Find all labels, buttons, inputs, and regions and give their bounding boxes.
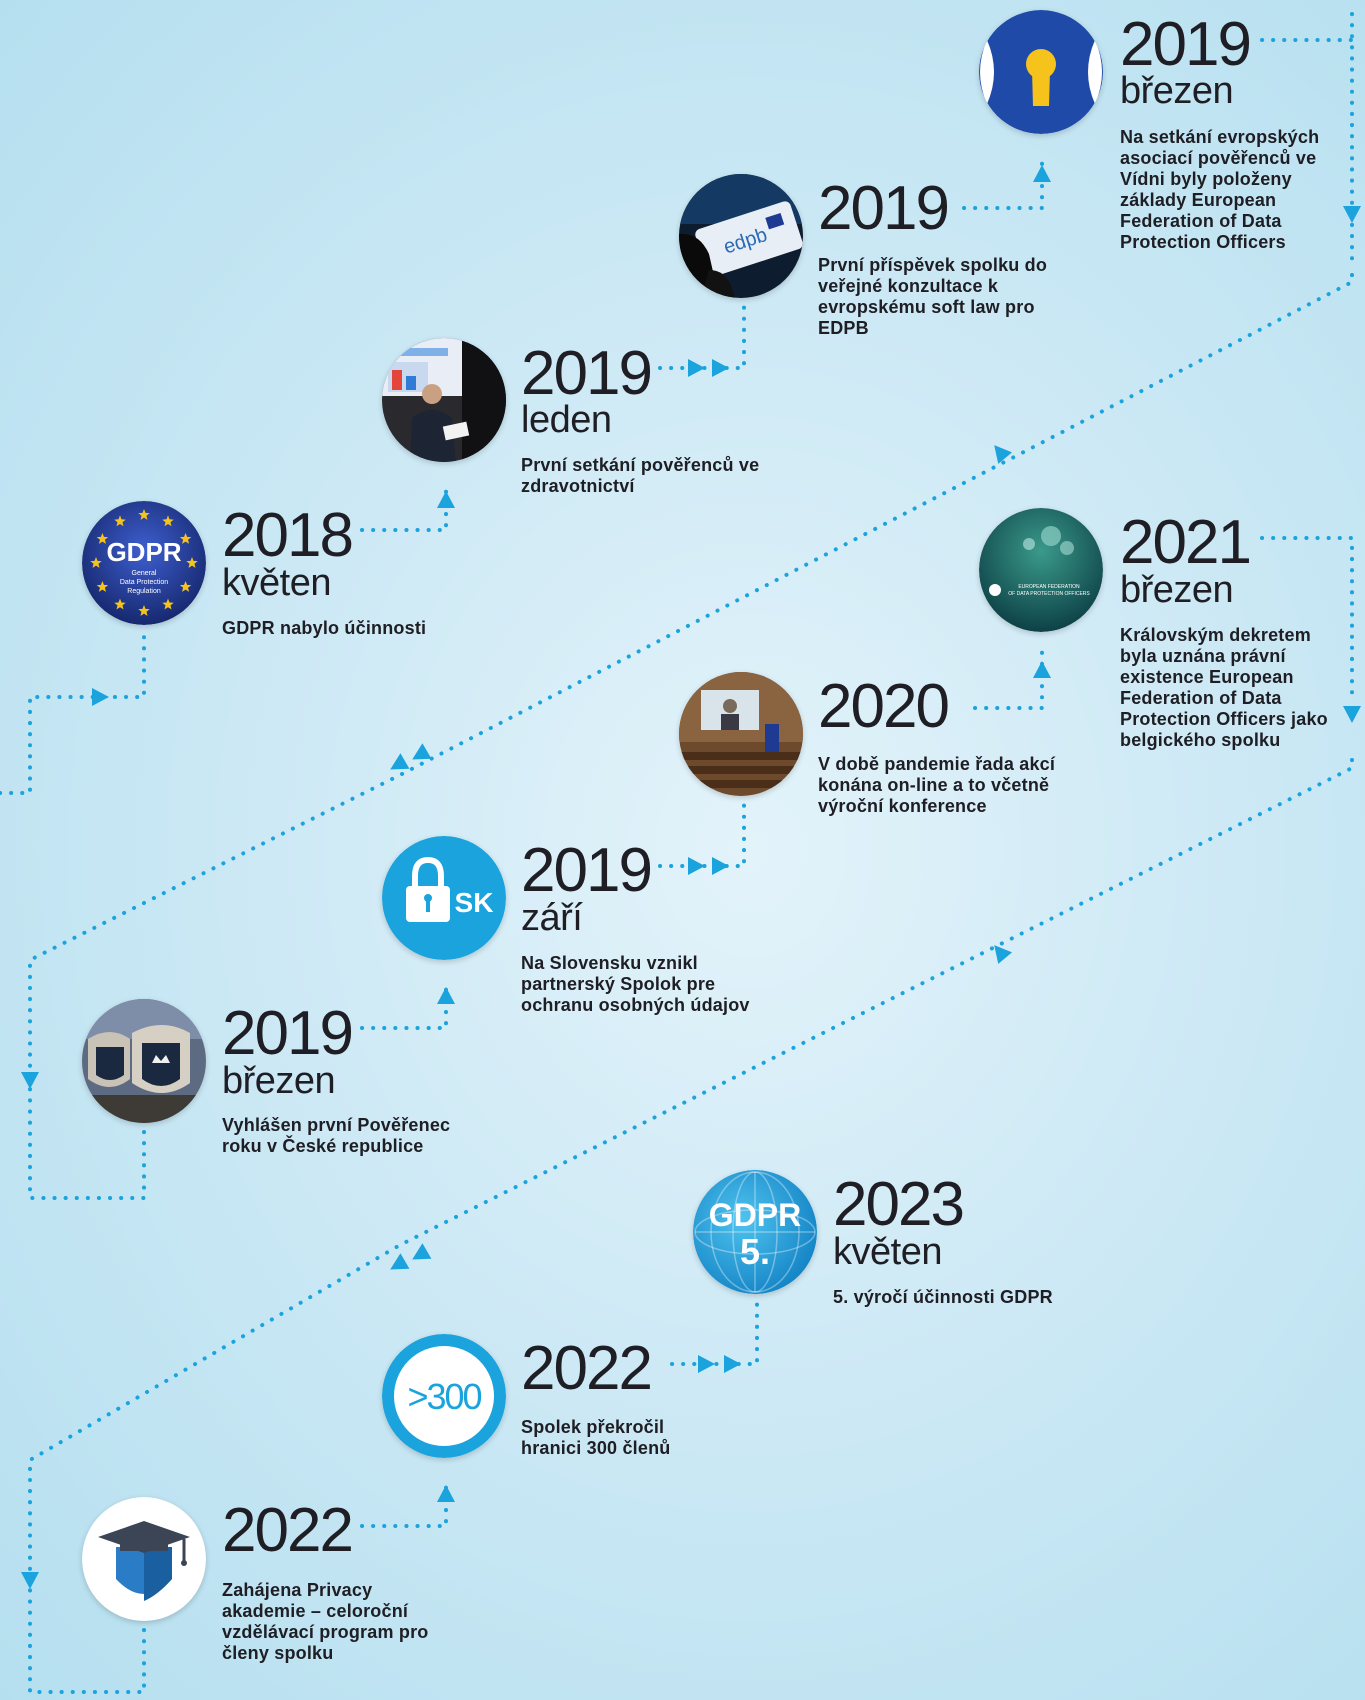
connector-arrow-icon [21, 1072, 39, 1089]
connector-dotted-line [658, 796, 746, 868]
connector-arrow-icon [994, 945, 1013, 964]
connector-dotted-line [658, 298, 746, 370]
connector-arrow-icon [1343, 706, 1361, 723]
connector-dotted-line [962, 158, 1044, 210]
event-month: září [521, 897, 583, 939]
event-description: Zahájena Privacy akademie – celoroční vz… [222, 1580, 429, 1663]
gdpr-eu-stars-icon: GDPR General Data Protection Regulation [82, 501, 206, 625]
connector-arrow-icon [994, 445, 1013, 464]
connector-arrow-icon [698, 1355, 715, 1373]
members-300-icon: >300 [382, 1334, 506, 1458]
connector-arrow-icon [412, 1243, 432, 1260]
gdpr-anniversary-globe-icon: GDPR 5. [693, 1170, 817, 1294]
svg-text:GDPR: GDPR [709, 1197, 801, 1233]
connector-arrow-icon [1033, 165, 1051, 182]
event-month: březen [222, 1060, 336, 1102]
event-month: březen [1120, 70, 1234, 112]
edpb-phone-photo: edpb [679, 174, 803, 298]
event-month: leden [521, 399, 612, 441]
svg-text:General: General [132, 570, 157, 577]
badge-text: >300 [407, 1376, 481, 1417]
event-month: květen [833, 1231, 942, 1273]
keyhole-icon [979, 10, 1103, 134]
graduation-shield-icon [82, 1497, 206, 1621]
eu-star-icon [96, 533, 109, 544]
svg-text:5.: 5. [740, 1231, 770, 1272]
connector-arrow-icon [724, 1355, 741, 1373]
svg-text:GDPR: GDPR [106, 537, 181, 567]
event-year: 2019 [222, 999, 354, 1068]
connector-arrow-icon [21, 1572, 39, 1589]
event-month: březen [1120, 569, 1234, 611]
event-year: 2019 [818, 174, 950, 243]
svg-text:Regulation: Regulation [127, 588, 161, 595]
connector-arrow-icon [1033, 661, 1051, 678]
connector-dotted-line [360, 486, 448, 532]
event-description: Na Slovensku vznikl partnerský Spolok pr… [521, 953, 750, 1015]
speaker-photo [382, 338, 506, 462]
efdpo-logo-icon: EUROPEAN FEDERATION OF DATA PROTECTION O… [979, 508, 1103, 632]
event-description: První setkání pověřenců ve zdravotnictví [521, 455, 760, 496]
eu-star-icon [179, 533, 192, 544]
connector-arrow-icon [437, 491, 455, 508]
event-description: 5. výročí účinnosti GDPR [833, 1287, 1053, 1307]
eu-star-icon [114, 515, 126, 527]
svg-text:Data Protection: Data Protection [120, 579, 168, 586]
conference-photo [679, 672, 803, 796]
connector-arrow-icon [688, 359, 705, 377]
connector-arrow-icon [1343, 206, 1361, 223]
event-description: V době pandemie řada akcí konána on-line… [818, 754, 1056, 816]
event-year: 2018 [222, 501, 354, 570]
award-shields-photo [82, 999, 206, 1123]
event-year: 2022 [222, 1496, 354, 1565]
event-year: 2022 [521, 1334, 653, 1403]
eu-star-icon [138, 509, 150, 520]
connector-dotted-line [1260, 536, 1354, 702]
connector-arrow-icon [712, 359, 729, 377]
connector-dotted-line [670, 1296, 759, 1366]
eu-star-icon [90, 557, 102, 568]
event-description: První příspěvek spolku do veřejné konzul… [818, 255, 1048, 338]
event-description: GDPR nabylo účinnosti [222, 618, 427, 638]
event-month: květen [222, 562, 331, 604]
event-description: Na setkání evropských asociací pověřenců… [1120, 127, 1320, 252]
svg-text:OF DATA PROTECTION OFFICERS: OF DATA PROTECTION OFFICERS [1008, 591, 1090, 597]
eu-star-icon [114, 598, 126, 610]
event-description: Spolek překročil hranici 300 členů [521, 1417, 671, 1458]
eu-star-icon [162, 598, 174, 610]
event-year: 2021 [1120, 508, 1252, 577]
eu-star-icon [179, 581, 192, 592]
connector-arrow-icon [712, 857, 729, 875]
eu-star-icon [138, 605, 150, 616]
svg-text:EUROPEAN FEDERATION: EUROPEAN FEDERATION [1018, 584, 1080, 590]
badge-text: SK [455, 887, 494, 918]
connector-dotted-line [360, 980, 448, 1030]
connector-dotted-line [973, 650, 1044, 710]
eu-star-icon [162, 515, 174, 527]
connector-dotted-line [28, 1078, 146, 1200]
event-year: 2019 [521, 339, 653, 408]
connector-arrow-icon [92, 688, 109, 706]
connector-dotted-line [360, 1478, 448, 1528]
connector-arrow-icon [390, 753, 410, 770]
event-year: 2019 [1120, 10, 1252, 79]
connector-dotted-line [28, 1578, 146, 1694]
connector-arrow-icon [412, 743, 432, 760]
connector-dotted-line [0, 632, 146, 795]
padlock-sk-icon: SK [382, 836, 506, 960]
connector-arrow-icon [437, 987, 455, 1004]
event-year: 2020 [818, 672, 950, 741]
connector-arrow-icon [688, 857, 705, 875]
eu-star-icon [96, 581, 109, 592]
connector-dotted-line [28, 273, 1354, 1082]
event-description: Královským dekretem byla uznána právní e… [1120, 625, 1328, 750]
event-year: 2019 [521, 836, 653, 905]
connector-arrow-icon [390, 1253, 410, 1270]
event-description: Vyhlášen první Pověřenec roku v České re… [222, 1115, 451, 1156]
eu-star-icon [186, 557, 198, 568]
event-year: 2023 [833, 1170, 965, 1239]
connector-arrow-icon [437, 1485, 455, 1502]
